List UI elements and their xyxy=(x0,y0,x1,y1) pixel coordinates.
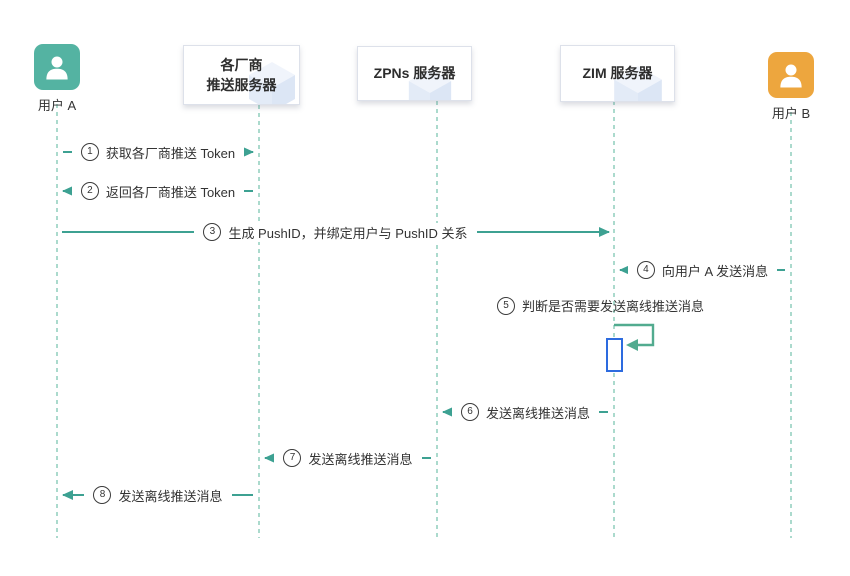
server-name-line: ZPNs 服务器 xyxy=(373,65,456,82)
message-1-get-vendor-push-token: 1 获取各厂商推送 Token xyxy=(63,139,254,165)
user-a-label: 用户 A xyxy=(37,98,77,113)
arrowhead-right-icon xyxy=(243,147,254,157)
cube-icon xyxy=(614,66,662,101)
lifeline-user-b xyxy=(790,112,792,538)
message-8-send-offline-push: 8 发送离线推送消息 xyxy=(62,482,253,508)
actor-user-a: 用户 A xyxy=(27,44,87,114)
message-text: 生成 PushID，并绑定用户与 PushID 关系 xyxy=(228,225,468,241)
person-icon xyxy=(780,64,802,88)
step-number-badge: 6 xyxy=(460,403,479,421)
arrowhead-left-icon xyxy=(62,186,73,196)
step-number-badge: 8 xyxy=(93,486,112,504)
message-text: 发送离线推送消息 xyxy=(485,405,590,421)
server-name-line: 各厂商 xyxy=(220,56,263,73)
step-number-badge: 2 xyxy=(80,182,99,200)
message-label: 8 发送离线推送消息 xyxy=(84,485,232,505)
user-a-avatar-icon xyxy=(34,44,80,90)
message-6-send-offline-push: 6 发送离线推送消息 xyxy=(442,399,608,425)
message-text: 发送离线推送消息 xyxy=(118,488,223,504)
message-text: 向用户 A 发送消息 xyxy=(661,263,769,279)
message-text: 判断是否需要发送离线推送消息 xyxy=(522,299,705,314)
zim-server-box: ZIM 服务器 xyxy=(560,45,675,102)
message-4-send-message-to-user-a: 4 向用户 A 发送消息 xyxy=(619,257,785,283)
zpns-server-box: ZPNs 服务器 xyxy=(357,46,472,101)
arrowhead-right-icon xyxy=(599,227,610,237)
arrowhead-left-icon xyxy=(619,265,630,275)
message-text: 发送离线推送消息 xyxy=(308,451,413,467)
person-icon xyxy=(46,56,68,80)
zim-activation-bar xyxy=(606,338,623,372)
lifeline-user-a xyxy=(56,104,58,538)
step-number-badge: 1 xyxy=(80,143,99,161)
step-number-badge: 3 xyxy=(203,223,222,241)
user-b-avatar-icon xyxy=(768,52,814,98)
message-label: 7 发送离线推送消息 xyxy=(274,448,422,468)
message-5-check-offline-push-label: 5 判断是否需要发送离线推送消息 xyxy=(497,296,704,315)
message-label: 4 向用户 A 发送消息 xyxy=(627,260,778,280)
step-number-badge: 5 xyxy=(497,296,515,315)
cube-icon xyxy=(249,62,295,104)
step-number-badge: 7 xyxy=(283,449,302,467)
message-label: 1 获取各厂商推送 Token xyxy=(71,142,245,162)
message-text: 获取各厂商推送 Token xyxy=(105,145,236,161)
server-name-line: 推送服务器 xyxy=(206,77,277,93)
step-number-badge: 4 xyxy=(636,261,655,279)
message-label: 3 生成 PushID，并绑定用户与 PushID 关系 xyxy=(194,222,477,242)
arrowhead-left-icon xyxy=(264,453,275,463)
lifeline-zpns-server xyxy=(436,101,438,538)
arrowhead-left-icon xyxy=(442,407,453,417)
message-text: 返回各厂商推送 Token xyxy=(105,184,236,200)
message-2-return-vendor-push-token: 2 返回各厂商推送 Token xyxy=(62,178,253,204)
actor-user-b: 用户 B xyxy=(761,52,821,122)
arrowhead-left-icon xyxy=(62,490,73,500)
message-7-send-offline-push: 7 发送离线推送消息 xyxy=(264,445,431,471)
vendor-push-server-box: 各厂商 推送服务器 xyxy=(183,45,300,105)
message-label: 6 发送离线推送消息 xyxy=(451,402,599,422)
arrowhead-left-icon xyxy=(626,339,638,351)
message-3-generate-pushid: 3 生成 PushID，并绑定用户与 PushID 关系 xyxy=(62,219,610,245)
lifeline-vendor-push-server xyxy=(258,105,260,538)
cube-icon xyxy=(408,69,452,100)
server-name-line: ZIM 服务器 xyxy=(582,65,653,82)
self-loop-arrow xyxy=(614,323,655,351)
lifeline-zim-server xyxy=(613,101,615,538)
user-b-label: 用户 B xyxy=(771,106,811,121)
message-label: 2 返回各厂商推送 Token xyxy=(71,181,245,201)
